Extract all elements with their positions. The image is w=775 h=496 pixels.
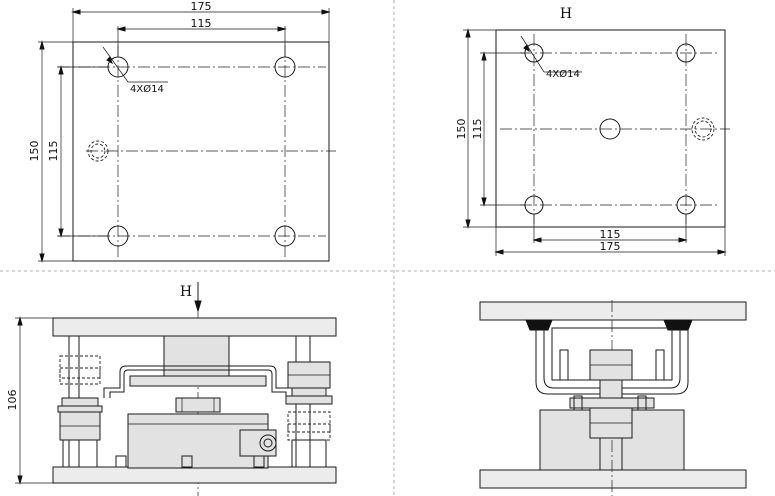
cable-gland bbox=[239, 429, 277, 457]
top-plate bbox=[52, 317, 337, 337]
weld bbox=[525, 319, 553, 331]
top-right-plan-view: H 115 175 150 115 bbox=[455, 6, 730, 256]
dim-height-holes: 115 bbox=[47, 141, 60, 162]
washer bbox=[569, 397, 655, 409]
side-assembly-view bbox=[479, 300, 747, 496]
load-label: H bbox=[180, 284, 192, 300]
right-nut-hidden bbox=[287, 411, 331, 441]
dim-width-outer: 175 bbox=[191, 0, 212, 13]
mounting-hole bbox=[274, 225, 296, 247]
top-plate bbox=[479, 301, 747, 321]
view-title: H bbox=[560, 6, 572, 22]
dim-height-outer: 150 bbox=[455, 119, 468, 140]
plate-outline bbox=[72, 41, 330, 262]
bottom-plate bbox=[479, 469, 747, 489]
dim-height-outer: 150 bbox=[28, 141, 41, 162]
pressure-head bbox=[175, 397, 221, 413]
center-hole bbox=[599, 118, 621, 140]
dim-height: 106 bbox=[6, 390, 19, 411]
front-assembly-view: H bbox=[6, 282, 337, 496]
dim-width-holes: 115 bbox=[191, 17, 212, 30]
hidden-feature bbox=[87, 140, 109, 162]
bridge-bracket bbox=[103, 365, 293, 398]
top-left-plan-view: 175 115 150 115 4XØ14 bbox=[28, 0, 336, 263]
hole-callout: 4XØ14 bbox=[546, 68, 580, 80]
mounting-hole bbox=[676, 43, 696, 63]
left-nut-hidden bbox=[59, 355, 101, 385]
dim-width-holes: 115 bbox=[600, 228, 621, 241]
bottom-plate bbox=[52, 466, 337, 484]
hidden-feature bbox=[691, 117, 715, 141]
dim-width-outer: 175 bbox=[600, 240, 621, 253]
plate-outline bbox=[495, 29, 726, 228]
hole-callout: 4XØ14 bbox=[130, 83, 164, 95]
bridge-top bbox=[129, 375, 267, 387]
load-column bbox=[163, 335, 230, 377]
dim-height-holes: 115 bbox=[471, 119, 484, 140]
